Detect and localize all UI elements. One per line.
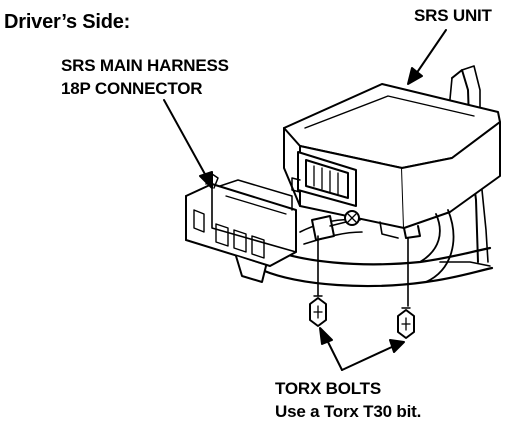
torx-arrows <box>319 327 405 371</box>
harness-label-line2: 18P CONNECTOR <box>61 79 203 98</box>
torx-bolt-right <box>397 237 415 339</box>
srs-unit-label: SRS UNIT <box>414 6 492 25</box>
torx-bolts-label: TORX BOLTS <box>275 379 381 398</box>
harness-label-line1: SRS MAIN HARNESS <box>61 56 229 75</box>
drivers-side-title: Driver’s Side: <box>4 11 131 33</box>
harness-18p-connector <box>185 173 297 283</box>
torx-bit-note: Use a Torx T30 bit. <box>275 402 422 421</box>
srs-unit-arrow <box>407 29 447 85</box>
harness-clip <box>311 210 360 241</box>
torx-bolt-left <box>309 235 327 327</box>
unit-connector-socket <box>291 151 357 207</box>
srs-unit-box <box>283 83 501 239</box>
connector-arrow <box>163 99 213 189</box>
